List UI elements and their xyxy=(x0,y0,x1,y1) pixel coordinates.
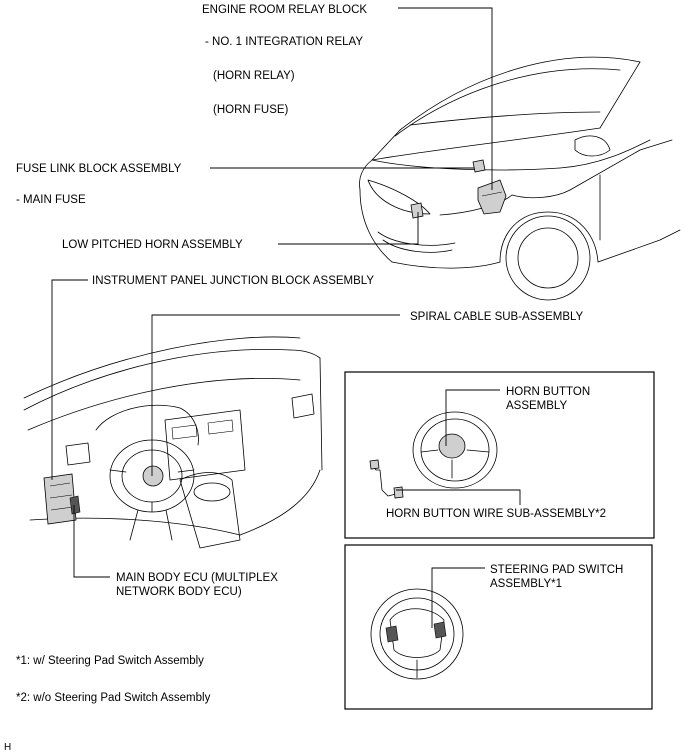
dashboard-illustration xyxy=(23,336,323,549)
leader-lines xyxy=(51,7,521,628)
steering-wheel-horn-button-illustration xyxy=(412,411,498,489)
label-low-pitched-horn: LOW PITCHED HORN ASSEMBLY xyxy=(62,239,243,251)
label-horn-button-wire: HORN BUTTON WIRE SUB-ASSEMBLY*2 xyxy=(386,508,606,520)
footnote-2: *2: w/o Steering Pad Switch Assembly xyxy=(16,692,211,704)
label-fuse-link-block: FUSE LINK BLOCK ASSEMBLY xyxy=(16,163,182,175)
footnote-1: *1: w/ Steering Pad Switch Assembly xyxy=(16,655,204,667)
label-main-fuse: - MAIN FUSE xyxy=(16,194,86,206)
label-spiral-cable: SPIRAL CABLE SUB-ASSEMBLY xyxy=(410,311,584,323)
vehicle-front-illustration xyxy=(359,56,681,301)
label-integration-relay: - NO. 1 INTEGRATION RELAY xyxy=(205,36,363,48)
label-instrument-panel-jb: INSTRUMENT PANEL JUNCTION BLOCK ASSEMBLY xyxy=(92,275,374,287)
corner-mark: H xyxy=(4,742,11,753)
label-horn-fuse: (HORN FUSE) xyxy=(213,104,289,116)
label-horn-button-line2: ASSEMBLY xyxy=(506,400,567,412)
label-steering-pad-line2: ASSEMBLY*1 xyxy=(490,578,562,590)
label-horn-relay: (HORN RELAY) xyxy=(213,70,295,82)
label-main-body-ecu-line1: MAIN BODY ECU (MULTIPLEX xyxy=(116,572,278,584)
label-horn-button-line1: HORN BUTTON xyxy=(506,386,590,398)
label-steering-pad-line1: STEERING PAD SWITCH xyxy=(490,564,623,576)
steering-wheel-pad-switch-illustration xyxy=(370,588,464,680)
label-main-body-ecu-line2: NETWORK BODY ECU) xyxy=(116,586,242,598)
inset-steering-pad-switch xyxy=(344,544,653,710)
inset-horn-button xyxy=(344,371,655,539)
horn-button-wire-illustration xyxy=(369,459,404,499)
label-engine-room-relay-block: ENGINE ROOM RELAY BLOCK xyxy=(202,4,367,16)
